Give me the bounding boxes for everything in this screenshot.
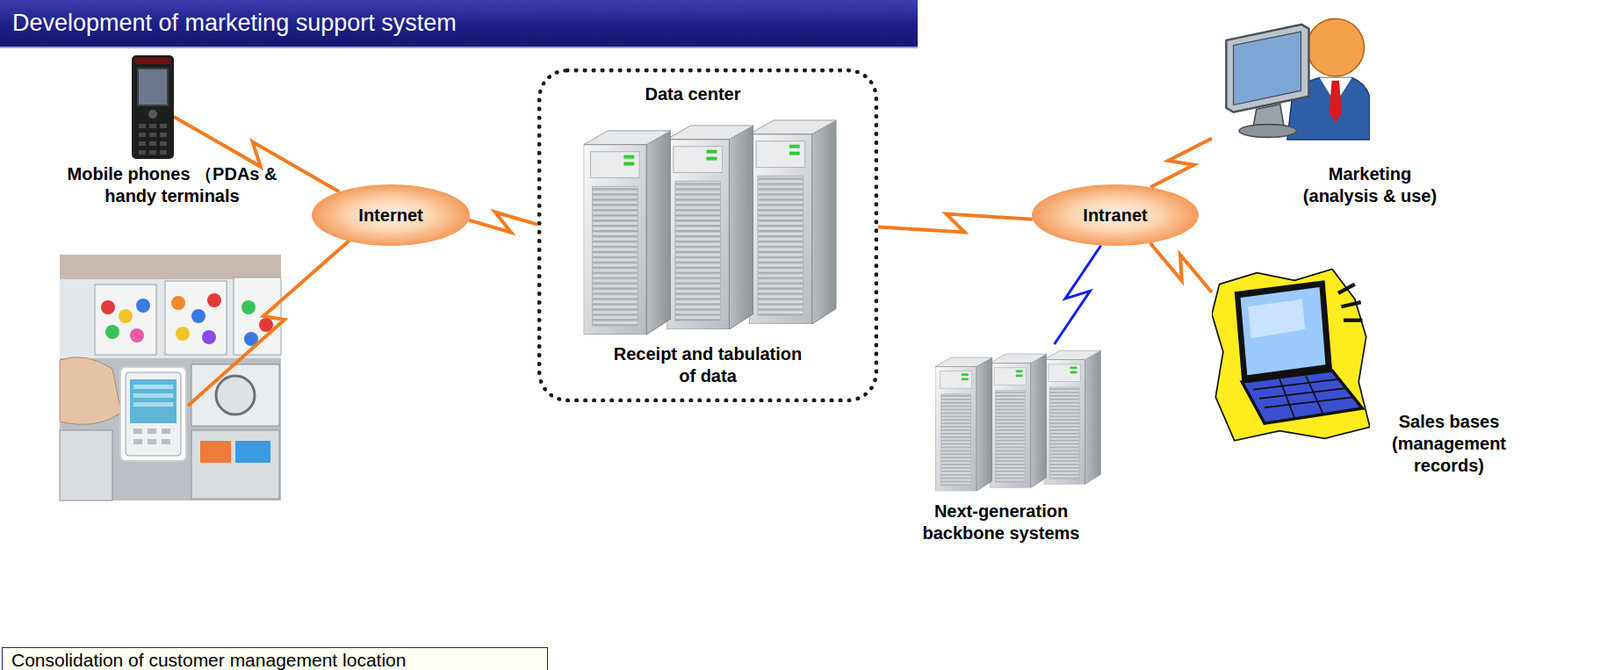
node-label-holder: Marketing (analysis & use) xyxy=(1290,163,1449,208)
network-link xyxy=(1054,245,1102,345)
network-link xyxy=(1150,138,1212,188)
laptop-icon xyxy=(1211,263,1370,448)
node-label-holder: Mobile phones （PDAs & handy terminals xyxy=(66,163,278,208)
node-label-holder: Receipt and tabulation of data xyxy=(613,343,803,388)
node-label: Marketing (analysis & use) xyxy=(1290,163,1449,208)
node-label: Sales bases (management records) xyxy=(1383,410,1515,477)
node-label: Receipt and tabulation of data xyxy=(613,343,803,388)
node-label-holder: Next-generation backbone systems xyxy=(900,500,1103,545)
ellipse-fill xyxy=(311,184,470,246)
network-link xyxy=(468,212,538,233)
store-photo-image xyxy=(59,254,282,501)
note-box: Consolidation of customer management loc… xyxy=(1,647,548,670)
node-label: Intranet xyxy=(1082,204,1147,227)
internet-cloud: Internet xyxy=(311,184,470,246)
sales-base-node: Sales bases (management records) xyxy=(1211,263,1370,448)
node-label: Internet xyxy=(358,204,423,227)
node-label: Next-generation backbone systems xyxy=(900,500,1103,545)
data-center-box: Data centerReceipt and tabulation of dat… xyxy=(537,68,879,403)
network-link xyxy=(878,214,1033,233)
phone-icon xyxy=(131,55,174,159)
mobile-phone-node: Mobile phones （PDAs & handy terminals xyxy=(131,55,174,159)
servers-icon xyxy=(576,115,845,337)
ellipse-fill xyxy=(1031,184,1199,246)
node-label-holder: Sales bases (management records) xyxy=(1383,410,1515,477)
slide-title: Development of marketing support system xyxy=(0,0,918,47)
backbone-node: Next-generation backbone systems xyxy=(935,344,1103,496)
servers-icon xyxy=(935,344,1103,496)
node-label-holder: Data center xyxy=(605,83,781,106)
node-label: Mobile phones （PDAs & handy terminals xyxy=(66,163,278,208)
photo-wire xyxy=(187,238,352,406)
person-icon xyxy=(1211,1,1370,150)
note-text: Consolidation of customer management loc… xyxy=(11,650,539,670)
intranet-cloud: Intranet xyxy=(1031,184,1199,246)
network-link xyxy=(1150,243,1212,293)
node-label: Data center xyxy=(605,83,781,106)
title-bar: Development of marketing support system xyxy=(0,0,918,49)
marketing-node: Marketing (analysis & use) xyxy=(1211,1,1370,150)
